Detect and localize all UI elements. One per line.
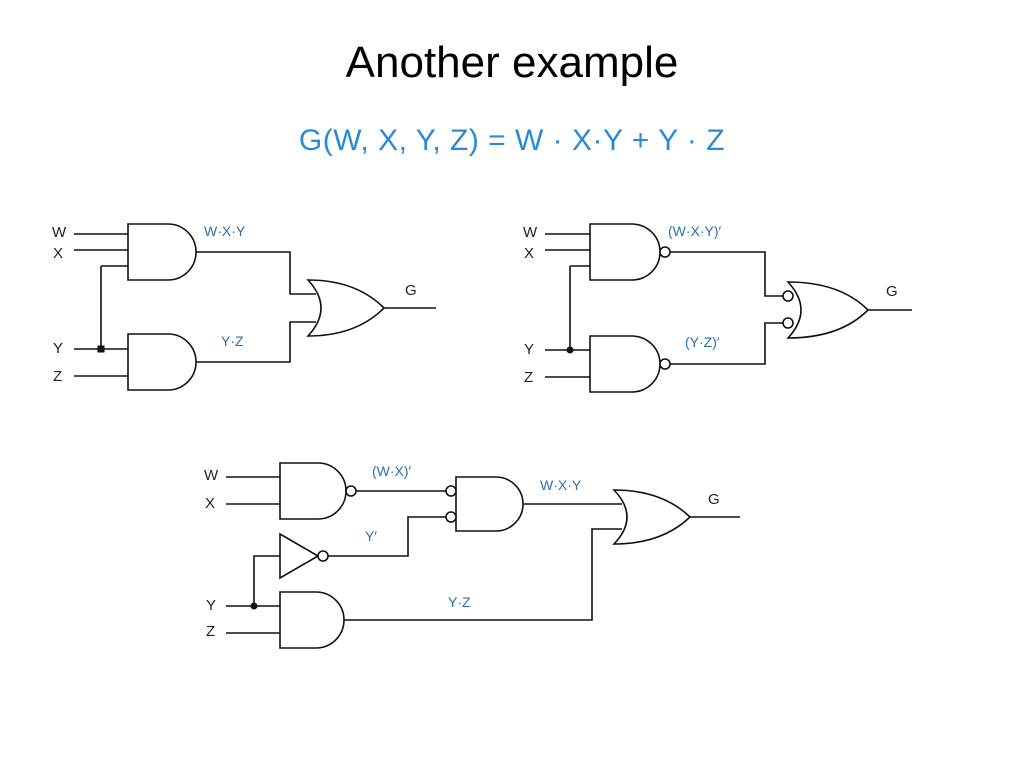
output-g-label: G	[405, 282, 417, 299]
input-z-label: Z	[524, 369, 533, 386]
and-gate	[127, 223, 197, 281]
input-z-label: Z	[206, 623, 215, 640]
circuit-nand-nand: W X Y Z (W·X·Y)′ (Y·Z)′ G	[523, 223, 912, 393]
circuit-two-input: W X Y Z (W·X)′ W·X·Y Y′ Y·Z G	[204, 462, 740, 649]
input-x-label: X	[524, 245, 534, 262]
nand-gate	[279, 462, 347, 520]
inversion-bubble	[317, 550, 329, 562]
junction-dot	[250, 602, 258, 610]
inversion-bubble	[445, 485, 457, 497]
and-gate	[279, 591, 345, 649]
intermediate-wires	[344, 503, 622, 621]
input-x-label: X	[53, 245, 63, 262]
signal-label: (Y·Z)′	[685, 334, 720, 350]
input-wires	[226, 476, 280, 634]
nand-gate	[589, 335, 661, 393]
input-w-label: W	[52, 224, 67, 241]
signal-label: W·X·Y	[204, 223, 246, 239]
inversion-bubble	[345, 485, 357, 497]
junction-dot	[97, 345, 105, 353]
or-gate	[786, 281, 870, 339]
intermediate-wires	[670, 251, 783, 365]
inversion-bubble	[782, 317, 794, 329]
signal-label: W·X·Y	[540, 477, 582, 493]
and-gate	[455, 476, 524, 532]
not-gate	[279, 532, 320, 580]
inversion-bubble	[445, 511, 457, 523]
inversion-bubble	[659, 246, 671, 258]
input-w-label: W	[204, 467, 219, 484]
inversion-bubble	[659, 358, 671, 370]
circuit-and-or: W X Y Z W·X·Y Y·Z G	[52, 223, 436, 391]
input-z-label: Z	[53, 368, 62, 385]
signal-label: Y′	[365, 528, 377, 544]
intermediate-wires	[328, 490, 446, 557]
or-gate	[306, 279, 386, 337]
and-gate	[127, 333, 197, 391]
input-wires	[74, 233, 128, 377]
signal-label: (W·X)′	[372, 463, 412, 479]
or-gate	[612, 489, 692, 545]
input-w-label: W	[523, 224, 538, 241]
signal-label: (W·X·Y)′	[668, 223, 722, 239]
inversion-bubble	[782, 290, 794, 302]
signal-label: Y·Z	[448, 594, 471, 610]
intermediate-wires	[196, 251, 316, 363]
junction-dot	[566, 346, 574, 354]
slide-title: Another example	[345, 38, 679, 87]
signal-label: Y·Z	[221, 333, 244, 349]
output-g-label: G	[708, 491, 720, 508]
input-x-label: X	[205, 495, 215, 512]
input-wires	[545, 233, 590, 378]
input-y-label: Y	[206, 597, 216, 614]
input-y-label: Y	[524, 341, 534, 358]
nand-gate	[589, 223, 661, 281]
output-g-label: G	[886, 283, 898, 300]
boolean-equation: G(W, X, Y, Z) = W · X·Y + Y · Z	[298, 124, 726, 157]
input-y-label: Y	[53, 340, 63, 357]
